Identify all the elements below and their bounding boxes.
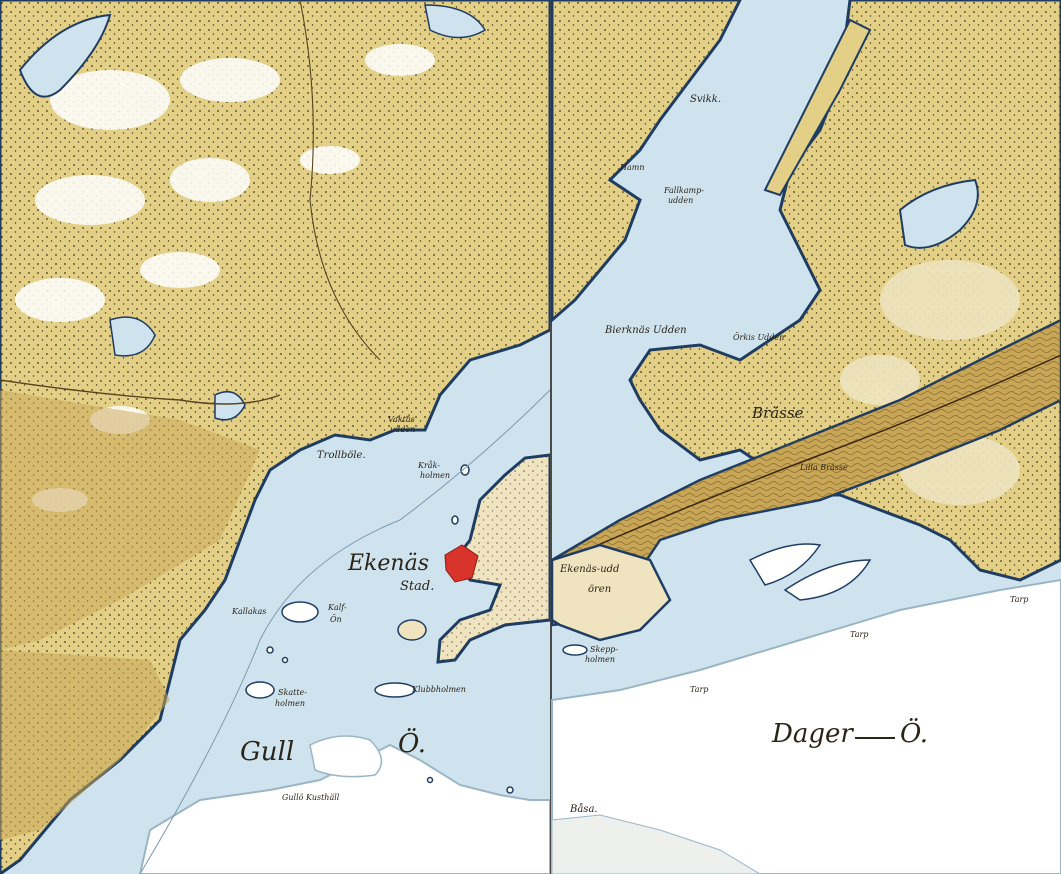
label-gull: Gull <box>240 737 294 767</box>
label-skepp: Skepp- <box>590 645 618 654</box>
label-kalf2: Ön <box>330 615 342 624</box>
label-kalf: Kalf- <box>327 603 347 612</box>
label-ekenas: Ekenäs <box>347 551 429 576</box>
label-gullo-kusthall: Gullö Kusthäll <box>282 793 340 802</box>
label-skatten: Skatte- <box>278 688 307 697</box>
label-fallkamp2: udden <box>668 196 693 205</box>
fairway-line <box>139 389 551 874</box>
label-svikk: Svikk. <box>690 94 721 105</box>
label-lilla-brasse: Lilla Brässe <box>799 463 848 472</box>
northeast-pale-fields <box>840 260 1020 505</box>
lake-northwest <box>18 13 112 98</box>
west-ochre-ridge <box>0 390 260 650</box>
label-bierknas-udden: Bierknäs Udden <box>604 325 687 336</box>
udd-ore-peninsula <box>550 543 672 642</box>
label-brasse: Brässe <box>751 404 804 422</box>
label-fallkamp: Fallkamp- <box>663 186 704 195</box>
label-dager-o: Ö. <box>900 717 928 749</box>
label-orkas-udden: Örkis Udden <box>733 333 784 342</box>
label-krakas2: holmen <box>420 471 450 480</box>
lake-northeast <box>898 178 979 249</box>
label-tarp3: Tarp <box>690 685 708 694</box>
west-islands <box>245 464 514 794</box>
west-land-hatching <box>0 0 550 874</box>
label-stad: Stad. <box>400 579 434 594</box>
lake-north-2 <box>424 4 487 39</box>
lake-west-small <box>109 316 156 357</box>
label-dager: Dager <box>771 719 854 749</box>
gullo-island <box>138 743 551 874</box>
east-islands <box>562 543 872 656</box>
label-skepp2: holmen <box>585 655 615 664</box>
basa-island <box>551 814 761 874</box>
label-vaktas2: udden <box>390 425 415 434</box>
dagero-island <box>551 578 1061 874</box>
label-skatten2: holmen <box>275 699 305 708</box>
label-klubb: Klubbholmen <box>411 685 466 694</box>
label-krakas: Kråk- <box>417 461 440 470</box>
label-ekenas-udden: Ekenäs-udd <box>559 564 619 575</box>
label-tarp2: Tarp <box>850 630 868 639</box>
label-ekenas-udden2: ören <box>588 584 611 595</box>
map-labels: Svikk. Hamn Fallkamp- udden Bierknäs Udd… <box>231 94 1028 815</box>
north-finger-peninsula <box>763 18 872 197</box>
label-kallakas: Kallakas <box>231 607 266 616</box>
label-trollbole: Trollböle. <box>317 450 366 461</box>
label-basa: Båsa. <box>569 803 598 815</box>
road-west <box>0 379 281 405</box>
label-gull-o: Ö. <box>398 727 426 759</box>
label-vaktas: Vaktås <box>388 415 415 424</box>
lake-west-2 <box>214 390 246 421</box>
ekenas-town <box>444 544 479 583</box>
ridge-road <box>551 354 1061 566</box>
label-tarp1: Tarp <box>1010 595 1028 604</box>
label-hamn: Hamn <box>619 163 644 172</box>
